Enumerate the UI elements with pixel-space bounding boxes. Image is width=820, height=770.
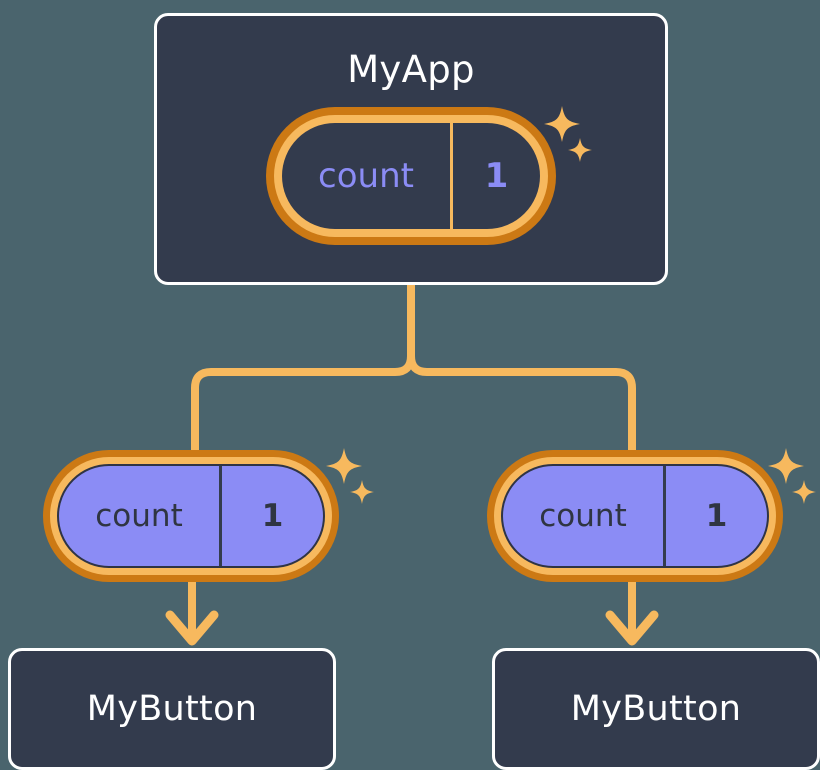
sparkle-small-icon	[792, 480, 816, 504]
left-state-pill[interactable]: count 1	[57, 464, 325, 568]
left-state-value: 1	[219, 466, 323, 566]
connector-app-to-children	[191, 281, 415, 456]
right-state-pill[interactable]: count 1	[501, 464, 769, 568]
right-button-component-title: MyButton	[570, 688, 742, 729]
app-component-title: MyApp	[347, 48, 475, 91]
app-state-key: count	[318, 156, 414, 196]
sparkle-small-icon	[350, 480, 374, 504]
left-button-component-box[interactable]: MyButton	[8, 648, 336, 770]
app-state-value: 1	[450, 123, 540, 229]
arrowhead-right	[605, 610, 659, 646]
right-state-key: count	[539, 498, 627, 534]
arrowhead-left	[165, 610, 219, 646]
sparkle-large-icon	[768, 448, 804, 484]
right-button-component-box[interactable]: MyButton	[492, 648, 820, 770]
connector-app-to-child-right	[407, 352, 636, 456]
sparkle-large-icon	[326, 448, 362, 484]
left-button-component-title: MyButton	[86, 688, 258, 729]
left-state-key: count	[95, 498, 183, 534]
right-state-value: 1	[663, 466, 767, 566]
app-state-pill[interactable]: count 1	[282, 123, 540, 229]
